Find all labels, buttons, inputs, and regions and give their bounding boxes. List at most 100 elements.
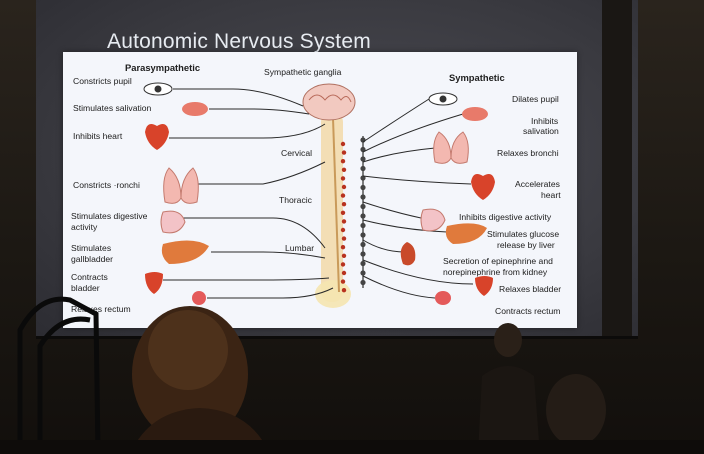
ganglion-node [360,203,366,210]
symp-label-glucose: Stimulates glucose [487,229,560,239]
spinal-root-dot [340,176,346,181]
nerve-line [211,251,326,259]
para-label-bladder-2: bladder [71,283,100,293]
ganglia-nodes [360,137,366,286]
nerve-line [209,108,310,115]
symp-label-salivation: Inhibits [531,116,559,126]
spinal-root-dot [340,141,346,147]
nervous-system-diagram [143,82,495,308]
salivary-right-icon [462,107,488,121]
symp-label-bronchi: Relaxes bronchi [497,148,559,158]
symp-label-heart-2: heart [541,190,561,200]
spinal-root-dot [340,262,346,267]
ganglion-node [360,232,366,238]
ganglion-node [360,251,366,257]
lungs-left-icon [163,167,199,204]
symp-label-digestive: Inhibits digestive activity [459,212,552,222]
spinal-cord [321,112,343,302]
symp-label-heart: Accelerates [515,179,560,189]
symp-label-rectum: Contracts rectum [495,306,561,316]
nerve-pathways [163,88,474,299]
nerve-line [362,147,436,163]
kidney-right-icon [400,242,416,266]
ganglion-node [360,156,366,162]
spinal-root-dot [341,184,347,190]
ganglion-node [360,213,366,219]
ganglion-node [360,270,366,276]
para-label-pupil: Constricts pupil [73,76,132,86]
lungs-right-icon [433,131,469,164]
spinal-root-dot [341,150,347,155]
nerve-line [183,161,326,185]
para-label-digestive-2: activity [71,222,98,232]
spinal-root-dot [340,210,346,215]
audience-member-right [546,374,606,446]
heart-right-icon [471,174,495,200]
nerve-line [169,123,326,139]
spinal-root-dot [340,245,346,250]
audience-silhouettes [0,296,704,454]
spinal-root-dot [341,253,347,258]
nerve-line [183,217,326,249]
screen-frame [602,0,632,336]
spinal-axis [332,117,340,293]
ganglion-node [360,260,366,267]
region-thoracic: Thoracic [279,195,312,205]
symp-label-pupil: Dilates pupil [512,94,559,104]
spinal-root-dot [341,270,347,276]
floor-shadow [0,440,704,454]
brain-folds [308,94,352,103]
spinal-root-dot [341,167,347,172]
para-label-salivation: Stimulates salivation [73,103,152,113]
nerve-line [173,88,304,107]
spinal-root-dot [341,288,347,293]
bladder-left-icon [145,272,163,294]
region-cervical: Cervical [281,148,313,158]
para-label-gallbladder-2: gallbladder [71,254,114,264]
bladder-right-icon [475,276,493,296]
pelvis [315,280,351,308]
symp-label-salivation-2: salivation [523,126,559,136]
nerve-line [362,201,422,219]
spinal-root-dot [341,202,347,207]
spinal-root-dot [341,219,347,224]
nerve-line [207,287,334,299]
liver-right-icon [445,223,487,244]
region-lumbar: Lumbar [285,243,315,253]
symp-label-glucose-2: release by liver [497,240,555,250]
para-label-heart: Inhibits heart [73,131,123,141]
spinal-root-dot [340,279,346,284]
presenter [478,323,540,454]
spinal-root-dot [340,159,346,164]
symp-label-kidney-2: norepinephrine from kidney [443,267,548,277]
salivary-left-icon [182,102,208,116]
nerve-line [362,239,406,253]
sympathetic-header: Sympathetic [449,72,505,83]
ganglion-node [360,222,366,229]
para-label-gallbladder: Stimulates [71,243,112,253]
audience-member-head [130,306,270,454]
parasympathetic-header: Parasympathetic [125,62,201,73]
chair-rail [17,296,101,454]
symp-label-bladder: Relaxes bladder [499,284,562,294]
eye-left-icon [143,82,173,96]
nerve-line [362,259,474,285]
nerve-line [362,219,448,233]
spinal-root-dot [341,236,347,241]
ganglion-node [360,241,366,248]
eye-right-icon [428,92,458,106]
slide-title: Autonomic Nervous System [107,30,371,53]
rectum-left-icon [192,291,206,305]
slide: Parasympathetic Sympathetic Sympathetic … [63,52,577,328]
ganglion-node [360,279,366,286]
ganglion-node [360,175,366,181]
spinal-nerve-roots [340,141,347,293]
nerve-line [362,113,464,153]
para-label-rectum: Relaxes rectum [71,304,131,314]
para-label-digestive: Stimulates digestive [71,211,148,221]
ganglia-header: Sympathetic ganglia [264,67,342,77]
ganglion-node [360,194,366,200]
symp-label-kidney: Secretion of epinephrine and [443,256,553,266]
rectum-right-icon [435,291,451,305]
liver-left-icon [161,240,209,264]
